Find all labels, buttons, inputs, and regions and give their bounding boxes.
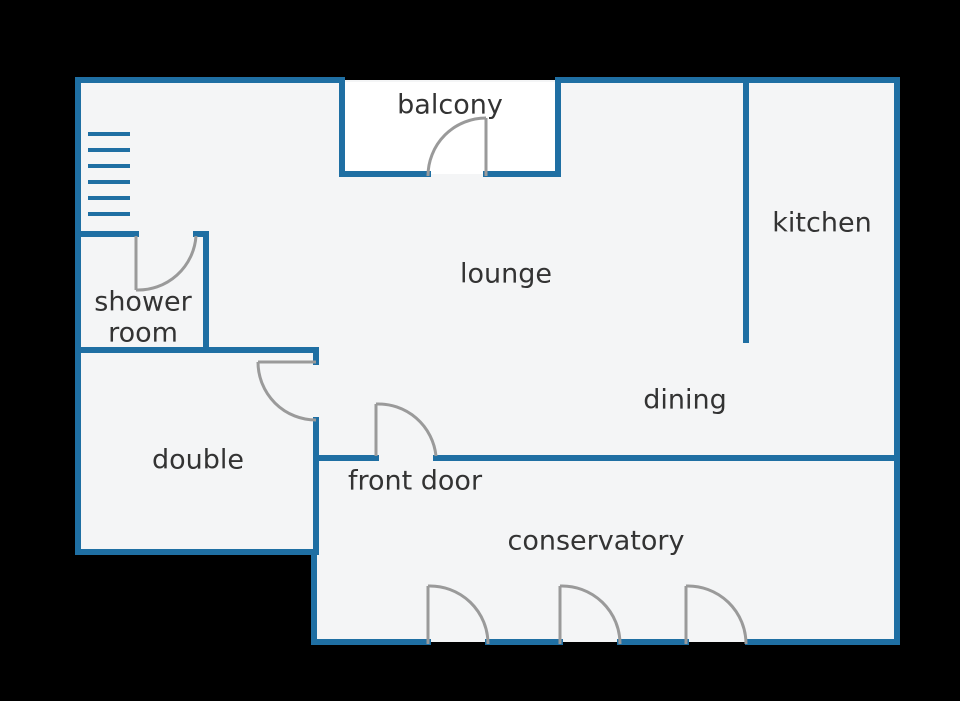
balcony-floor bbox=[342, 82, 558, 174]
balcony-door bbox=[426, 116, 488, 177]
double-room-door bbox=[256, 360, 317, 422]
stairs bbox=[88, 132, 130, 216]
shower-room-walls bbox=[78, 231, 319, 353]
label-shower-room-line2: room bbox=[108, 318, 178, 349]
conservatory-door-2 bbox=[558, 584, 622, 645]
front-door bbox=[374, 402, 438, 457]
label-dining: dining bbox=[643, 385, 727, 416]
conservatory-door-1 bbox=[426, 584, 490, 645]
conservatory-door-3 bbox=[684, 584, 748, 645]
shower-room-door bbox=[134, 235, 198, 292]
label-lounge: lounge bbox=[460, 259, 552, 290]
label-conservatory: conservatory bbox=[508, 526, 685, 557]
label-kitchen: kitchen bbox=[772, 208, 871, 239]
label-balcony: balcony bbox=[397, 90, 503, 121]
label-double: double bbox=[152, 445, 244, 476]
balcony-walls bbox=[339, 77, 561, 177]
floor-area bbox=[78, 80, 897, 642]
label-shower-room-line1: shower bbox=[94, 287, 192, 318]
label-front-door: front door bbox=[348, 466, 483, 497]
